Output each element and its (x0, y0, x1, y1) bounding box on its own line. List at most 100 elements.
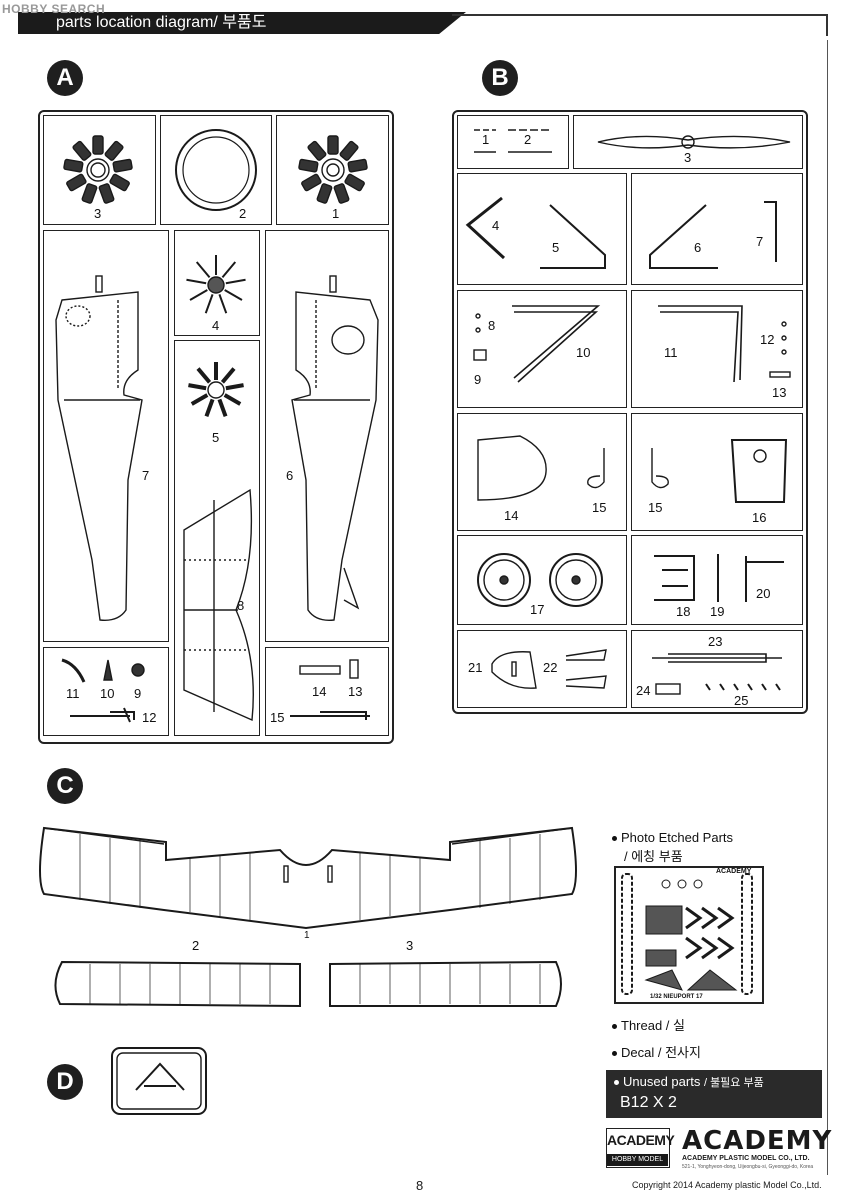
section-label-d: D (47, 1064, 83, 1100)
sprue-a-cell-5-8 (174, 340, 260, 736)
part-number: 3 (94, 206, 102, 221)
part-b22 (565, 649, 607, 689)
legend-photo-etched: Photo Etched Parts (612, 830, 733, 845)
part-number: 5 (552, 240, 560, 255)
part-b20 (745, 556, 784, 602)
part-b15a (587, 448, 605, 489)
part-a14 (299, 665, 341, 675)
propeller-part-b3 (597, 135, 791, 149)
engine-part-3 (63, 135, 133, 204)
legend-photo-etched-kr: / 에칭 부품 (624, 849, 683, 864)
page-title: parts location diagram/ 부품도 (56, 14, 267, 31)
part-a11 (61, 658, 86, 683)
company-name: ACADEMY PLASTIC MODEL CO., LTD. (682, 1155, 810, 1162)
part-b15b (651, 448, 669, 489)
strut-part-b6 (649, 204, 718, 269)
part-number: 21 (468, 660, 483, 675)
part-number: 12 (760, 332, 775, 347)
part-number: 6 (286, 468, 294, 483)
part-b25 (705, 683, 781, 691)
wheel-part-b17a (477, 553, 531, 607)
header-rule-end (826, 14, 828, 36)
part-number: 4 (492, 218, 500, 233)
page-number: 8 (416, 1178, 424, 1193)
lower-wing-part-c2 (54, 960, 301, 1008)
pe-sheet-name: 1/32 NIEUPORT 17 (650, 994, 703, 1000)
part-b12 (781, 321, 787, 327)
part-number: 1 (482, 132, 490, 147)
part-b23 (652, 653, 782, 663)
part-number: 16 (752, 510, 767, 525)
part-number: 10 (576, 345, 591, 360)
panel-part-b14 (477, 435, 547, 501)
part-number: 22 (543, 660, 558, 675)
part-number: 15 (270, 710, 285, 725)
sprue-b-cell-6-7 (631, 173, 803, 285)
header-rule (452, 14, 827, 16)
wheel-part-b17b (549, 553, 603, 607)
part-number: 20 (756, 586, 771, 601)
part-number: 14 (312, 684, 327, 699)
part-number: 3 (684, 150, 692, 165)
sprue-a-frame (38, 110, 394, 744)
academy-badge-title: ACADEMY (607, 1132, 675, 1148)
strut-part-b5 (540, 204, 606, 269)
part-number: 6 (694, 240, 702, 255)
part-number: 18 (676, 604, 691, 619)
part-number: 2 (524, 132, 532, 147)
part-b7 (764, 201, 777, 262)
part-number: 13 (772, 385, 787, 400)
part-number: 1 (332, 206, 340, 221)
legend-decal: Decal / 전사지 (612, 1042, 701, 1061)
crankcase-part-4 (186, 255, 246, 314)
part-number: 7 (756, 234, 764, 249)
header-bar: parts location diagram/ 부품도 HOBBY SEARCH (0, 0, 843, 40)
part-a15 (290, 711, 370, 720)
academy-logo: ACADEMY (682, 1126, 833, 1156)
pushrod-part-5 (188, 362, 244, 417)
strut-part-b4 (465, 196, 506, 260)
sprue-b-cell-17 (457, 535, 627, 625)
section-label-b: B (482, 60, 518, 96)
fuselage-half-part-7 (55, 291, 143, 621)
part-a12 (70, 707, 135, 723)
sprue-a-cell-1 (276, 115, 389, 225)
sprue-b-cell-15-16 (631, 413, 803, 531)
sprue-b-cell-21-22 (457, 630, 627, 708)
part-number: 11 (66, 686, 80, 701)
pe-sheet-brand: ACADEMY (716, 868, 752, 875)
part-number: 17 (530, 602, 545, 617)
engine-part-1 (298, 135, 368, 204)
part-number: 24 (636, 683, 651, 698)
part-number: 4 (212, 318, 220, 333)
bullet-icon (612, 1051, 617, 1057)
sprue-b-cell-23-25 (631, 630, 803, 708)
part-number: 12 (142, 710, 157, 725)
part-number: 19 (710, 604, 725, 619)
sprue-a-cell-7 (43, 230, 169, 642)
strut-part-b11 (658, 305, 743, 383)
part-a9 (131, 663, 145, 677)
part-d-frame (111, 1047, 207, 1115)
section-label-a: A (47, 60, 83, 96)
unused-parts-value: B12 X 2 (620, 1094, 677, 1111)
part-b8 (475, 313, 481, 319)
part-number: 8 (237, 598, 245, 613)
part-a13 (349, 659, 359, 679)
part-number: 9 (134, 686, 142, 701)
part-number: 15 (648, 500, 663, 515)
part-number: 7 (142, 468, 150, 483)
part-number: 5 (212, 430, 220, 445)
part-number: 15 (592, 500, 607, 515)
part-number: 8 (488, 318, 496, 333)
bullet-icon (612, 836, 617, 842)
part-number: 1 (304, 930, 310, 941)
unused-parts-panel: Unused parts / 불필요 부품 B12 X 2 (606, 1070, 822, 1118)
unused-parts-label: Unused parts / 불필요 부품 (614, 1074, 764, 1090)
part-number: 2 (239, 206, 247, 221)
sprue-b-frame (452, 110, 808, 714)
